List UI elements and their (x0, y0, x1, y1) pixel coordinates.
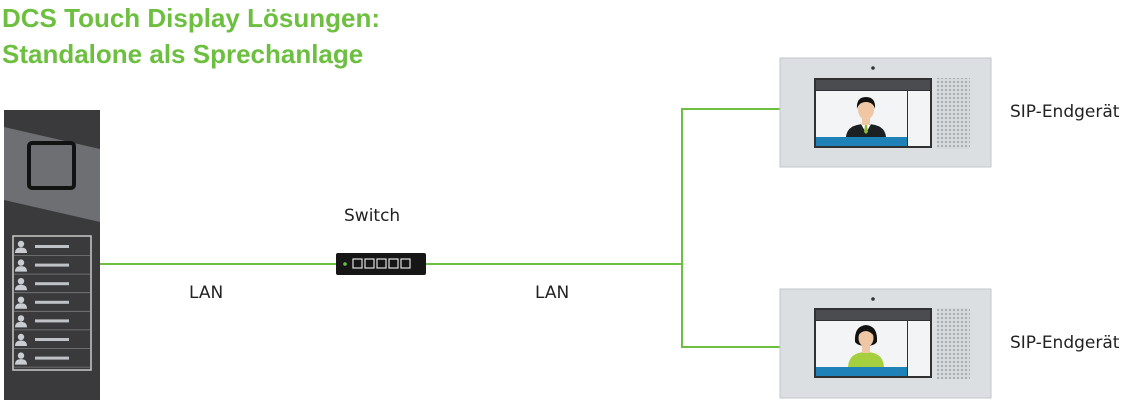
door-station-name-row (14, 259, 90, 275)
door-station-name-row (14, 278, 90, 294)
switch-ports (352, 258, 411, 269)
door-station-name-row (14, 333, 90, 349)
page-title: DCS Touch Display Lösungen: Standalone a… (2, 0, 380, 72)
switch-port (388, 258, 399, 269)
branch-line (681, 108, 780, 348)
switch-label: Switch (344, 206, 401, 226)
door-station-name-row (14, 240, 90, 256)
switch-port (376, 258, 387, 269)
network-switch-icon (336, 253, 426, 275)
switch-port (400, 258, 411, 269)
title-line-1: DCS Touch Display Lösungen: (2, 3, 380, 33)
door-station-icon (4, 110, 100, 400)
door-station-name-rows (14, 240, 90, 368)
video-monitor-female-icon (779, 288, 992, 399)
lan-label-left: LAN (189, 283, 224, 303)
switch-port (352, 258, 363, 269)
video-monitor-male-icon (779, 57, 992, 168)
door-station-name-row (14, 315, 90, 331)
connection-lines (100, 108, 780, 348)
endpoint-label-bottom: SIP-Endgerät (1010, 333, 1120, 353)
door-station-name-row (14, 352, 90, 368)
lan-label-right: LAN (535, 283, 570, 303)
endpoint-label-top: SIP-Endgerät (1010, 102, 1120, 122)
title-line-2: Standalone als Sprechanlage (2, 39, 364, 69)
switch-port (364, 258, 375, 269)
door-station-name-row (14, 296, 90, 312)
